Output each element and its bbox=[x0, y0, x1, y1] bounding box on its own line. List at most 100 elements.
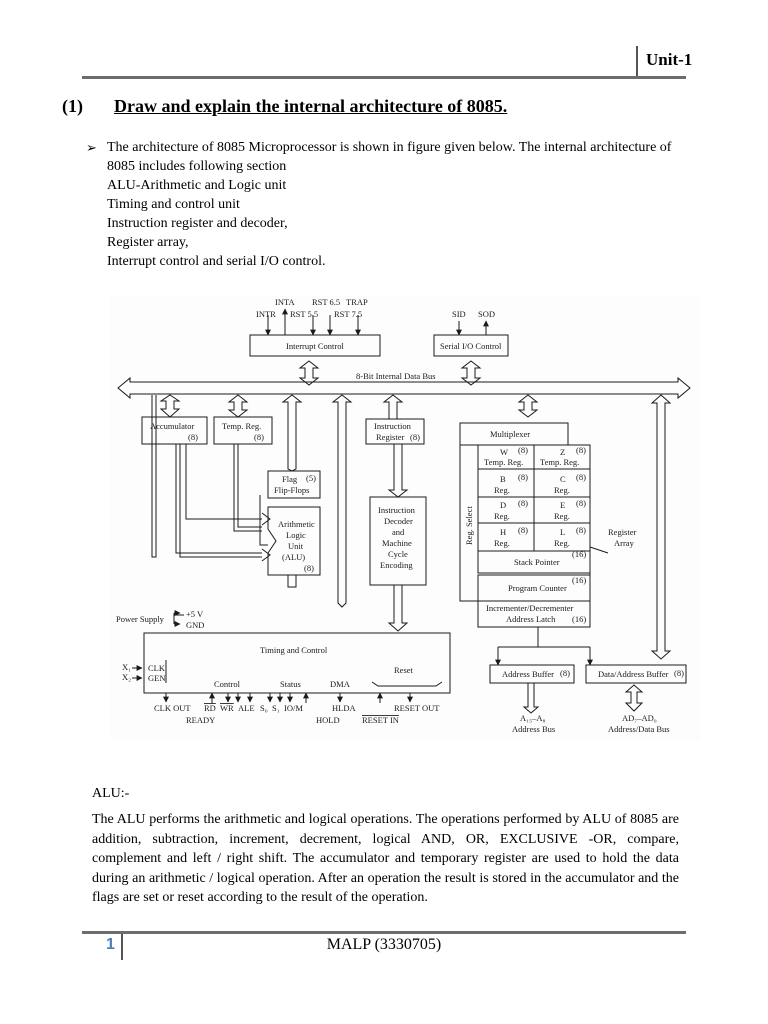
alu-heading: ALU:- bbox=[92, 786, 130, 801]
register-label: W bbox=[500, 447, 508, 457]
bits-label: (8) bbox=[410, 432, 420, 442]
footer-rule bbox=[82, 931, 686, 934]
interrupt-control-label: Interrupt Control bbox=[286, 341, 344, 351]
incrementer-box bbox=[477, 600, 591, 628]
sod-label: SOD bbox=[478, 309, 495, 319]
bits-label: (8) bbox=[576, 498, 586, 508]
decoder-label: Machine bbox=[382, 538, 412, 548]
s0-label: S₀ bbox=[260, 703, 268, 713]
temp-reg-label: Temp. Reg. bbox=[222, 421, 261, 431]
page-number: 1 bbox=[106, 936, 115, 953]
bits-label: (8) bbox=[518, 472, 528, 482]
question-text: Draw and explain the internal architectu… bbox=[114, 96, 508, 116]
incrementer-label: Incrementer/Decrementer bbox=[486, 603, 573, 613]
trap-label: TRAP bbox=[346, 297, 368, 307]
question-number: (1) bbox=[62, 96, 83, 116]
s1-label: S₁ bbox=[272, 703, 280, 713]
address-buffer-label: Address Buffer bbox=[502, 669, 554, 679]
internal-bus-label: 8-Bit Internal Data Bus bbox=[356, 371, 436, 381]
unit-label: Unit-1 bbox=[646, 50, 693, 69]
decoder-label: and bbox=[392, 527, 405, 537]
x2-label: X₂ bbox=[122, 672, 131, 682]
ready-label: READY bbox=[186, 715, 215, 725]
control-label: Control bbox=[214, 679, 241, 689]
dma-label: DMA bbox=[330, 679, 351, 689]
register-label: Temp. Reg. bbox=[484, 457, 523, 467]
clk-out-label: CLK OUT bbox=[154, 703, 191, 713]
intro-line: Register array, bbox=[107, 235, 189, 250]
address-bus-label: Address Bus bbox=[512, 724, 555, 734]
alu-label: Unit bbox=[288, 541, 304, 551]
bits-label: (16) bbox=[572, 575, 586, 585]
decoder-label: Cycle bbox=[388, 549, 408, 559]
reset-out-label: RESET OUT bbox=[394, 703, 440, 713]
data-bus-pins-label: AD₇–AD₀ bbox=[622, 713, 657, 723]
sid-label: SID bbox=[452, 309, 466, 319]
rst75-label: RST 7.5 bbox=[334, 309, 362, 319]
incrementer-label: Address Latch bbox=[506, 614, 556, 624]
register-label: Reg. bbox=[494, 538, 510, 548]
accumulator-box bbox=[141, 416, 208, 445]
rst65-label: RST 6.5 bbox=[312, 297, 340, 307]
accumulator-label: Accumulator bbox=[150, 421, 195, 431]
alu-label: Logic bbox=[286, 530, 306, 540]
register-label: Reg. bbox=[494, 485, 510, 495]
stack-pointer-box bbox=[477, 550, 591, 574]
alu-label: Arithmetic bbox=[278, 519, 315, 529]
reset-label: Reset bbox=[394, 665, 414, 675]
register-array-label: Array bbox=[614, 538, 635, 548]
decoder-label: Instruction bbox=[378, 505, 416, 515]
hold-label: HOLD bbox=[316, 715, 340, 725]
decoder-label: Decoder bbox=[384, 516, 413, 526]
bits-label: (8) bbox=[576, 445, 586, 455]
rst55-label: RST 5.5 bbox=[290, 309, 318, 319]
intro-line: ALU-Arithmetic and Logic unit bbox=[107, 178, 287, 193]
bits-label: (8) bbox=[576, 472, 586, 482]
arrow-bullet-icon: ➢ bbox=[86, 140, 97, 155]
clk-label: CLK bbox=[148, 663, 166, 673]
bits-label: (8) bbox=[518, 525, 528, 535]
intro-line: Instruction register and decoder, bbox=[107, 216, 288, 231]
bits-label: (8) bbox=[188, 432, 198, 442]
ale-label: ALE bbox=[238, 703, 255, 713]
serial-io-label: Serial I/O Control bbox=[440, 341, 502, 351]
data-address-buffer-label: Data/Address Buffer bbox=[598, 669, 669, 679]
reg-select-label: Reg. Select bbox=[464, 506, 474, 545]
footer-divider bbox=[121, 934, 123, 960]
header-rule bbox=[82, 76, 686, 79]
rd-label: RD bbox=[204, 703, 216, 713]
bits-label: (16) bbox=[572, 614, 586, 624]
intro-bullet-block: ➢ The architecture of 8085 Microprocesso… bbox=[86, 138, 686, 271]
serial-io-box bbox=[433, 334, 509, 357]
architecture-diagram-svg: INTA RST 6.5 TRAP INTR RST 5.5 RST 7.5 S… bbox=[116, 297, 691, 734]
bits-label: (8) bbox=[674, 668, 684, 678]
flag-label: Flip-Flops bbox=[274, 485, 309, 495]
register-label: C bbox=[560, 474, 566, 484]
flag-label: Flag bbox=[282, 474, 298, 484]
architecture-diagram: INTA RST 6.5 TRAP INTR RST 5.5 RST 7.5 S… bbox=[110, 295, 700, 740]
status-label: Status bbox=[280, 679, 301, 689]
footer-title: MALP (3330705) bbox=[326, 936, 442, 953]
wr-label: WR bbox=[220, 703, 234, 713]
gnd-label: GND bbox=[186, 620, 204, 630]
program-counter-label: Program Counter bbox=[508, 583, 567, 593]
gen-label: GEN bbox=[148, 673, 165, 683]
alu-box bbox=[267, 506, 321, 576]
instruction-register-label: Register bbox=[376, 432, 404, 442]
temp-reg-box bbox=[213, 416, 273, 445]
bits-label: (8) bbox=[304, 563, 314, 573]
io-m-label: IO/M bbox=[284, 703, 303, 713]
intro-line: Timing and control unit bbox=[107, 197, 240, 212]
intro-line: The architecture of 8085 Microprocessor … bbox=[107, 140, 672, 155]
instruction-register-label: Instruction bbox=[374, 421, 412, 431]
register-label: B bbox=[500, 474, 506, 484]
flag-flip-flops-box bbox=[267, 470, 321, 499]
register-label: D bbox=[500, 500, 506, 510]
decoder-label: Encoding bbox=[380, 560, 413, 570]
header-divider bbox=[636, 46, 638, 76]
bits-label: (8) bbox=[254, 432, 264, 442]
intro-line: Interrupt control and serial I/O control… bbox=[107, 254, 326, 269]
data-address-buffer-box bbox=[585, 664, 687, 684]
bits-label: (16) bbox=[572, 549, 586, 559]
register-label: Temp. Reg. bbox=[540, 457, 579, 467]
